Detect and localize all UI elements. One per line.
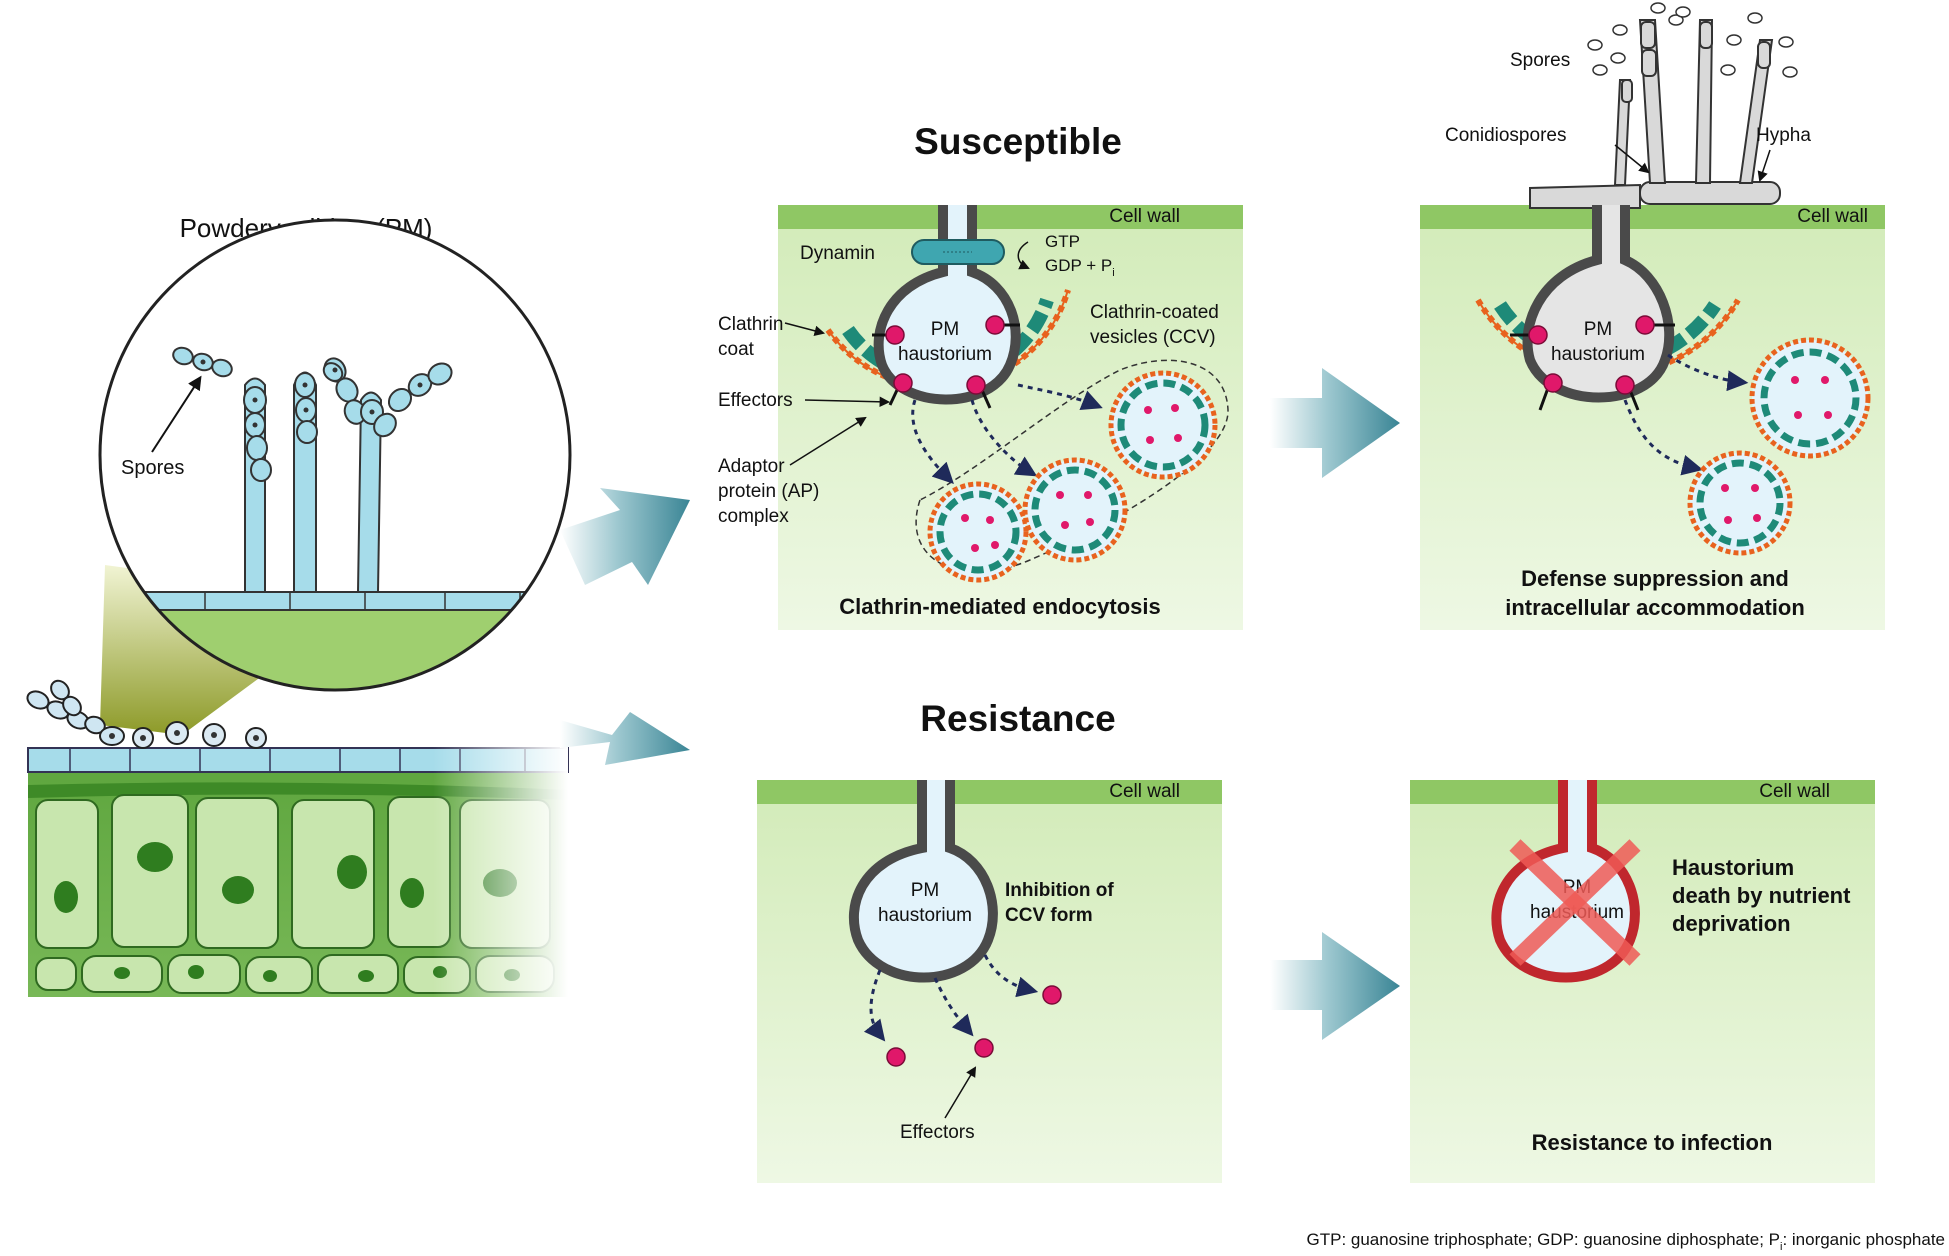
pm-label: PM xyxy=(931,319,960,340)
inhibition-label-1: Inhibition of xyxy=(1005,880,1114,901)
outcome-cell-wall-label: Cell wall xyxy=(1797,206,1868,227)
clathrin-coat-label-2: coat xyxy=(718,339,755,360)
ccv-label-1: Clathrin-coated xyxy=(1090,302,1219,323)
dynamin-label: Dynamin xyxy=(800,243,875,264)
resistance-title: Resistance xyxy=(920,698,1115,739)
resistance-effectors-label: Effectors xyxy=(900,1122,975,1143)
fungal-hypha xyxy=(1529,19,1781,209)
cell-wall-label: Cell wall xyxy=(1109,206,1180,227)
spores-pointer xyxy=(151,375,202,453)
airborne-spores xyxy=(1587,2,1798,78)
flow-arrow-icon xyxy=(560,488,690,585)
outcome-caption-1: Defense suppression and xyxy=(1521,566,1789,591)
resistance-outcome-cell-wall-label: Cell wall xyxy=(1759,781,1830,802)
flow-arrow-icon xyxy=(560,712,690,765)
death-label-2: death by nutrient xyxy=(1672,883,1851,908)
resistance-haustorium-label: haustorium xyxy=(878,905,972,926)
susceptible-caption: Clathrin-mediated endocytosis xyxy=(839,594,1161,619)
death-label-3: deprivation xyxy=(1672,911,1791,936)
leaf-spores xyxy=(26,679,267,749)
flow-arrow-icon xyxy=(1270,932,1400,1040)
magnifier-spores-label: Spores xyxy=(121,457,184,479)
gdp-label: GDP + Pi xyxy=(1045,256,1115,279)
resistance-panel: Resistance Cell wall PM haustorium Inhib… xyxy=(757,698,1222,1183)
outcome-caption-2: intracellular accommodation xyxy=(1505,595,1805,620)
flow-arrows xyxy=(560,368,1400,1040)
powdery-mildew-panel: Powdery mildew (PM) xyxy=(26,213,572,1000)
conidiospores-label: Conidiospores xyxy=(1445,125,1566,146)
outcome-pm-label: PM xyxy=(1584,319,1613,340)
pm-haustorium xyxy=(873,205,1021,405)
outcome-haustorium-label: haustorium xyxy=(1551,344,1645,365)
cross-icon xyxy=(1509,839,1641,966)
gtp-label: GTP xyxy=(1045,232,1080,251)
resistance-cell-wall-label: Cell wall xyxy=(1109,781,1180,802)
adaptor-label-2: protein (AP) xyxy=(718,481,819,502)
adaptor-label-1: Adaptor xyxy=(718,456,785,477)
clathrin-coat-label-1: Clathrin xyxy=(718,314,783,335)
vesicle-icon xyxy=(927,370,1218,583)
adaptor-label-3: complex xyxy=(718,506,789,527)
effector-dot-icon xyxy=(886,985,1062,1067)
pm-haustorium xyxy=(848,780,998,983)
effectors-label: Effectors xyxy=(718,390,793,411)
resistance-pm-label: PM xyxy=(911,880,940,901)
susceptible-outcome-panel: Cell wall Spores Conidiospores Hypha xyxy=(1420,2,1885,630)
dynamin-collar xyxy=(911,239,1005,265)
hypha-label: Hypha xyxy=(1756,125,1811,146)
resistance-outcome-panel: Cell wall PM haustorium Haustorium death… xyxy=(1410,780,1875,1183)
effector-dot-icon xyxy=(872,315,1020,409)
leaf-tissue xyxy=(27,745,569,1000)
pm-haustorium xyxy=(1522,205,1675,403)
flow-arrow-icon xyxy=(1270,368,1400,478)
susceptible-panel: Susceptible Cell wall Dynamin GTP GDP + … xyxy=(718,121,1243,630)
susceptible-title: Susceptible xyxy=(914,121,1122,162)
ccv-label-2: vesicles (CCV) xyxy=(1090,327,1216,348)
resistance-outcome-caption: Resistance to infection xyxy=(1532,1130,1773,1155)
footnote: GTP: guanosine triphosphate; GDP: guanos… xyxy=(1307,1230,1946,1253)
vesicle-icon xyxy=(1687,337,1871,556)
outcome-spores-label: Spores xyxy=(1510,50,1570,71)
death-label-1: Haustorium xyxy=(1672,855,1794,880)
inhibition-label-2: CCV form xyxy=(1005,905,1093,926)
haustorium-label: haustorium xyxy=(898,344,992,365)
effector-dot-icon xyxy=(1510,315,1675,411)
